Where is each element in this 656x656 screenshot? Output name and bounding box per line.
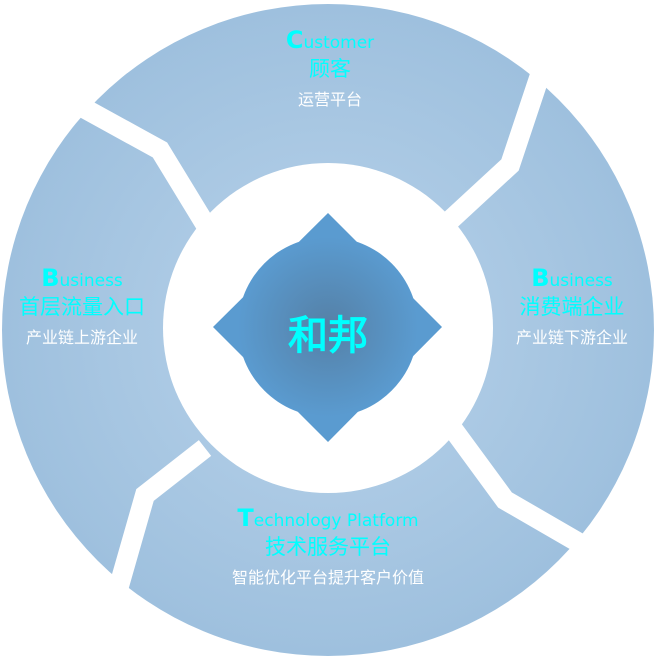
sub-label: 智能优化平台提升客户价值 bbox=[231, 568, 425, 587]
cn-label: 消费端企业 bbox=[519, 295, 625, 319]
segment-customer: Customer 顾客 运营平台 bbox=[286, 28, 375, 111]
en-label: usiness bbox=[549, 271, 613, 291]
cn-label: 技术服务平台 bbox=[264, 535, 391, 559]
center-emblem bbox=[213, 213, 442, 442]
en-initial: C bbox=[285, 26, 304, 54]
en-label: echnology Platform bbox=[253, 511, 419, 531]
segment-gaps bbox=[55, 71, 606, 603]
segment-business-downstream: Business 消费端企业 产业链下游企业 bbox=[515, 266, 629, 349]
sub-label: 产业链上游企业 bbox=[25, 328, 138, 347]
en-initial: B bbox=[531, 264, 550, 292]
en-initial: B bbox=[41, 264, 60, 292]
en-label: ustomer bbox=[303, 33, 375, 53]
sub-label: 产业链下游企业 bbox=[515, 328, 629, 347]
en-initial: T bbox=[237, 504, 254, 532]
segment-business-upstream: Business 首层流量入口 产业链上游企业 bbox=[19, 266, 145, 349]
cn-label: 顾客 bbox=[309, 57, 351, 81]
segment-technology: Technology Platform 技术服务平台 智能优化平台提升客户价值 bbox=[231, 506, 425, 589]
sub-label: 运营平台 bbox=[297, 90, 362, 109]
center-title: 和邦 bbox=[288, 313, 368, 359]
cn-label: 首层流量入口 bbox=[19, 295, 145, 319]
en-label: usiness bbox=[59, 271, 123, 291]
